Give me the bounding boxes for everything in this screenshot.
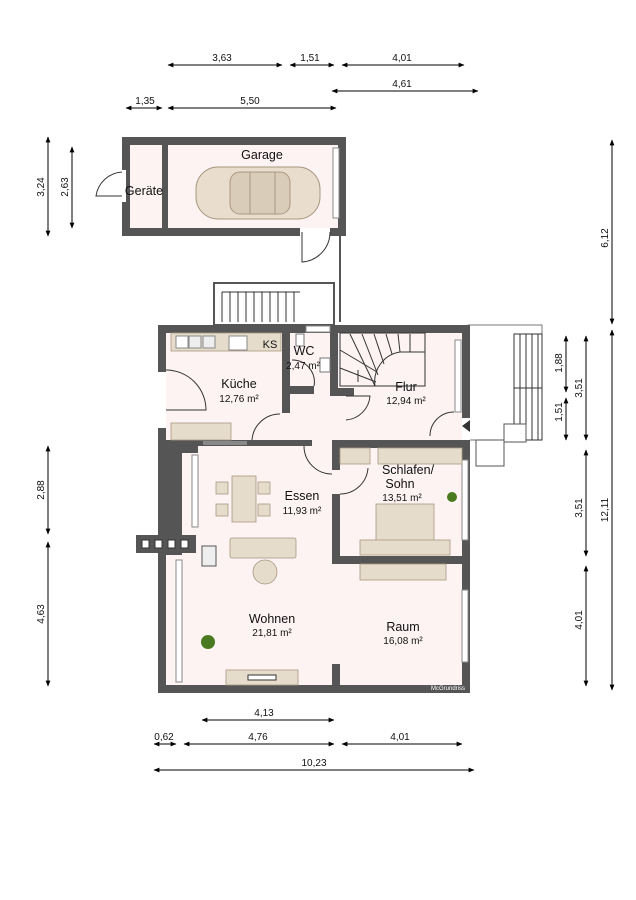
dim-label: 3,51 <box>574 498 585 518</box>
room-area-raum: 16,08 m² <box>383 636 423 647</box>
room-name-schlafen-2: Sohn <box>385 477 414 491</box>
dim-label: 4,63 <box>36 604 47 624</box>
dim-label: 10,23 <box>301 758 326 769</box>
dim-label: 1,88 <box>554 353 565 373</box>
dim-label: 6,12 <box>600 228 611 248</box>
staircase <box>339 332 426 387</box>
room-name-geraete: Geräte <box>125 184 163 198</box>
dimension-lines: 3,63 1,51 4,01 4,61 1,35 5,50 3,24 2,63 … <box>36 53 615 773</box>
dim-label: 5,50 <box>240 96 260 107</box>
plant-icon <box>201 492 457 649</box>
room-area-essen: 11,93 m² <box>283 506 322 517</box>
room-name-raum: Raum <box>386 620 419 634</box>
dim-label: 4,61 <box>392 79 412 90</box>
dim-label: 1,35 <box>135 96 155 107</box>
dim-label: 1,51 <box>554 402 565 422</box>
fridge-label: KS <box>263 339 278 351</box>
watermark: McGrundriss <box>431 686 465 692</box>
dim-label: 4,76 <box>248 732 268 743</box>
dim-label: 4,13 <box>254 708 274 719</box>
room-name-schlafen: Schlafen/ <box>382 463 435 477</box>
room-name-garage: Garage <box>241 148 283 162</box>
room-name-flur: Flur <box>395 380 417 394</box>
dim-label: 4,01 <box>390 732 410 743</box>
garage: Garage Geräte <box>95 137 346 322</box>
room-area-kueche: 12,76 m² <box>219 394 259 405</box>
dim-label: 4,01 <box>392 53 412 64</box>
dim-label: 0,62 <box>154 732 174 743</box>
geraete-door <box>95 171 123 197</box>
dim-label: 3,51 <box>574 378 585 398</box>
room-name-kueche: Küche <box>221 377 256 391</box>
dim-label: 3,24 <box>36 177 47 197</box>
room-area-schlafen: 13,51 m² <box>382 493 422 504</box>
dim-label: 4,01 <box>574 610 585 630</box>
car-icon <box>195 166 321 220</box>
house: KS Küche 12,76 m² WC 2,47 m² Flur 12,94 … <box>136 325 470 693</box>
dim-label: 2,63 <box>60 177 71 197</box>
dim-label: 3,63 <box>212 53 232 64</box>
room-name-wohnen: Wohnen <box>249 612 295 626</box>
dim-label: 12,11 <box>600 497 611 522</box>
room-name-wc: WC <box>294 344 315 358</box>
room-area-flur: 12,94 m² <box>386 396 426 407</box>
room-name-essen: Essen <box>285 489 320 503</box>
entrance-stairs <box>213 282 543 467</box>
dim-label: 2,88 <box>36 480 47 500</box>
room-area-wohnen: 21,81 m² <box>252 628 292 639</box>
room-area-wc: 2,47 m² <box>286 361 321 372</box>
dim-label: 1,51 <box>300 53 320 64</box>
